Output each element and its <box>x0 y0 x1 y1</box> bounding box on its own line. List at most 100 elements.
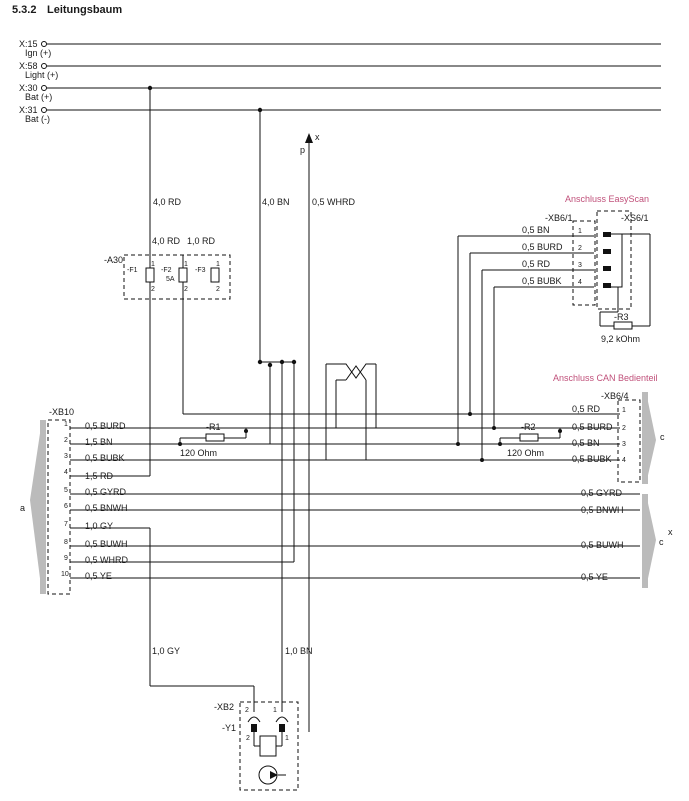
xb10-pin-2: 2 <box>64 437 68 444</box>
can-pin-1: 1 <box>622 407 626 414</box>
y1-label: -Y1 <box>222 723 236 733</box>
rail-30-terminal: X:30 <box>19 83 38 93</box>
xb10-rows <box>70 427 640 579</box>
arrow-up-icon <box>305 133 313 143</box>
xb10-wire-10: 0,5 YE <box>85 571 112 581</box>
easyscan-pin-3: 3 <box>578 262 582 269</box>
svg-text:2: 2 <box>151 286 155 293</box>
r3-value: 9,2 kOhm <box>601 334 640 344</box>
r1-label: -R1 <box>206 422 221 432</box>
r3-label: -R3 <box>614 312 629 322</box>
xb2-pin-1: 1 <box>273 707 277 714</box>
right-wire-bnwh: 0,5 BNWH <box>581 505 624 515</box>
wire-label-rd40b: 4,0 RD <box>152 236 181 246</box>
connector-xb10 <box>30 419 71 595</box>
connector-can-bedienteil <box>617 392 656 588</box>
xb10-pin-6: 6 <box>64 503 68 510</box>
arrow-x-label: x <box>315 132 320 142</box>
can-pin-4: 4 <box>622 457 626 464</box>
easyscan-wire-3: 0,5 RD <box>522 259 551 269</box>
easyscan-xs-label: -XS6/1 <box>621 213 649 223</box>
xb10-wire-2: 1,5 BN <box>85 437 113 447</box>
xb10-wire-7: 1,0 GY <box>85 521 113 531</box>
resistor-r2 <box>498 428 562 446</box>
side-a-label: a <box>20 503 25 513</box>
svg-text:2: 2 <box>216 286 220 293</box>
easyscan-pin-2: 2 <box>578 245 582 252</box>
easyscan-pin-1: 1 <box>578 228 582 235</box>
rail-58-terminal: X:58 <box>19 61 38 71</box>
xb10-wire-4: 1,5 RD <box>85 471 114 481</box>
svg-text:2: 2 <box>184 286 188 293</box>
can-pin-3: 3 <box>622 441 626 448</box>
xb10-label: -XB10 <box>49 407 74 417</box>
wire-label-whrd: 0,5 WHRD <box>312 197 356 207</box>
easyscan-title: Anschluss EasyScan <box>565 194 649 204</box>
valve-y1 <box>239 701 299 791</box>
can-wire-1: 0,5 RD <box>572 404 601 414</box>
svg-text:1: 1 <box>184 261 188 268</box>
xb10-pin-8: 8 <box>64 539 68 546</box>
wire-label-gy10: 1,0 GY <box>152 646 180 656</box>
xb10-pin-7: 7 <box>64 521 68 528</box>
can-pin-2: 2 <box>622 425 626 432</box>
can-wire-3: 0,5 BN <box>572 438 600 448</box>
can-wire-2: 0,5 BURD <box>572 422 613 432</box>
twisted-pair-crossover <box>325 363 377 460</box>
r2-label: -R2 <box>521 422 536 432</box>
right-wire-buwh: 0,5 BUWH <box>581 540 624 550</box>
xb2-pin-2: 2 <box>245 707 249 714</box>
fuse-f3-label: -F3 <box>195 267 206 274</box>
svg-text:1: 1 <box>151 261 155 268</box>
r2-value: 120 Ohm <box>507 448 544 458</box>
fuse-f2-rating: 5A <box>166 276 175 283</box>
supply-rails <box>41 41 661 113</box>
svg-text:1: 1 <box>216 261 220 268</box>
xb10-wire-8: 0,5 BUWH <box>85 539 128 549</box>
rail-15-terminal: X:15 <box>19 39 38 49</box>
section-number: 5.3.2 <box>12 4 36 16</box>
rail-30-label: Bat (+) <box>25 92 52 102</box>
xb10-wire-3: 0,5 BUBK <box>85 453 125 463</box>
xb10-pin-1: 1 <box>64 421 68 428</box>
fuse-box-a30 <box>123 254 620 415</box>
easyscan-wire-4: 0,5 BUBK <box>522 276 562 286</box>
xb10-wire-5: 0,5 GYRD <box>85 487 127 497</box>
resistor-r1 <box>178 428 248 446</box>
right-wire-gyrd: 0,5 GYRD <box>581 488 623 498</box>
xb10-pin-5: 5 <box>64 487 68 494</box>
rail-31-terminal: X:31 <box>19 105 38 115</box>
arrow-p-label: p <box>300 145 305 155</box>
y1-pin-1: 1 <box>285 735 289 742</box>
y1-pin-2: 2 <box>246 735 250 742</box>
side-x-label: x <box>668 527 673 537</box>
xb10-pin-10: 10 <box>61 571 69 578</box>
a30-label: -A30 <box>104 255 123 265</box>
xb10-pin-3: 3 <box>64 453 68 460</box>
right-wire-ye: 0,5 YE <box>581 572 608 582</box>
wire-label-rd10: 1,0 RD <box>187 236 216 246</box>
xb10-pin-9: 9 <box>64 555 68 562</box>
side-c1-label: c <box>660 432 665 442</box>
fuse-f1-label: -F1 <box>127 267 138 274</box>
section-title: Leitungsbaum <box>47 4 122 16</box>
wire-label-bn10: 1,0 BN <box>285 646 313 656</box>
easyscan-xb-label: -XB6/1 <box>545 213 573 223</box>
side-c2-label: c <box>659 537 664 547</box>
rail-58-label: Light (+) <box>25 70 58 80</box>
wire-label-bn40: 4,0 BN <box>262 197 290 207</box>
xb2-label: -XB2 <box>214 702 234 712</box>
xb10-pin-4: 4 <box>64 469 68 476</box>
can-title: Anschluss CAN Bedienteil <box>553 373 658 383</box>
fuse-f2-label: -F2 <box>161 267 172 274</box>
rail-15-label: Ign (+) <box>25 48 51 58</box>
xb10-wire-1: 0,5 BURD <box>85 421 126 431</box>
easyscan-wire-1: 0,5 BN <box>522 225 550 235</box>
wire-label-rd40: 4,0 RD <box>153 197 182 207</box>
xb10-wire-6: 0,5 BNWH <box>85 503 128 513</box>
can-wire-4: 0,5 BUBK <box>572 454 612 464</box>
xb10-wire-9: 0,5 WHRD <box>85 555 129 565</box>
connector-easyscan <box>457 210 651 460</box>
easyscan-pin-4: 4 <box>578 279 582 286</box>
